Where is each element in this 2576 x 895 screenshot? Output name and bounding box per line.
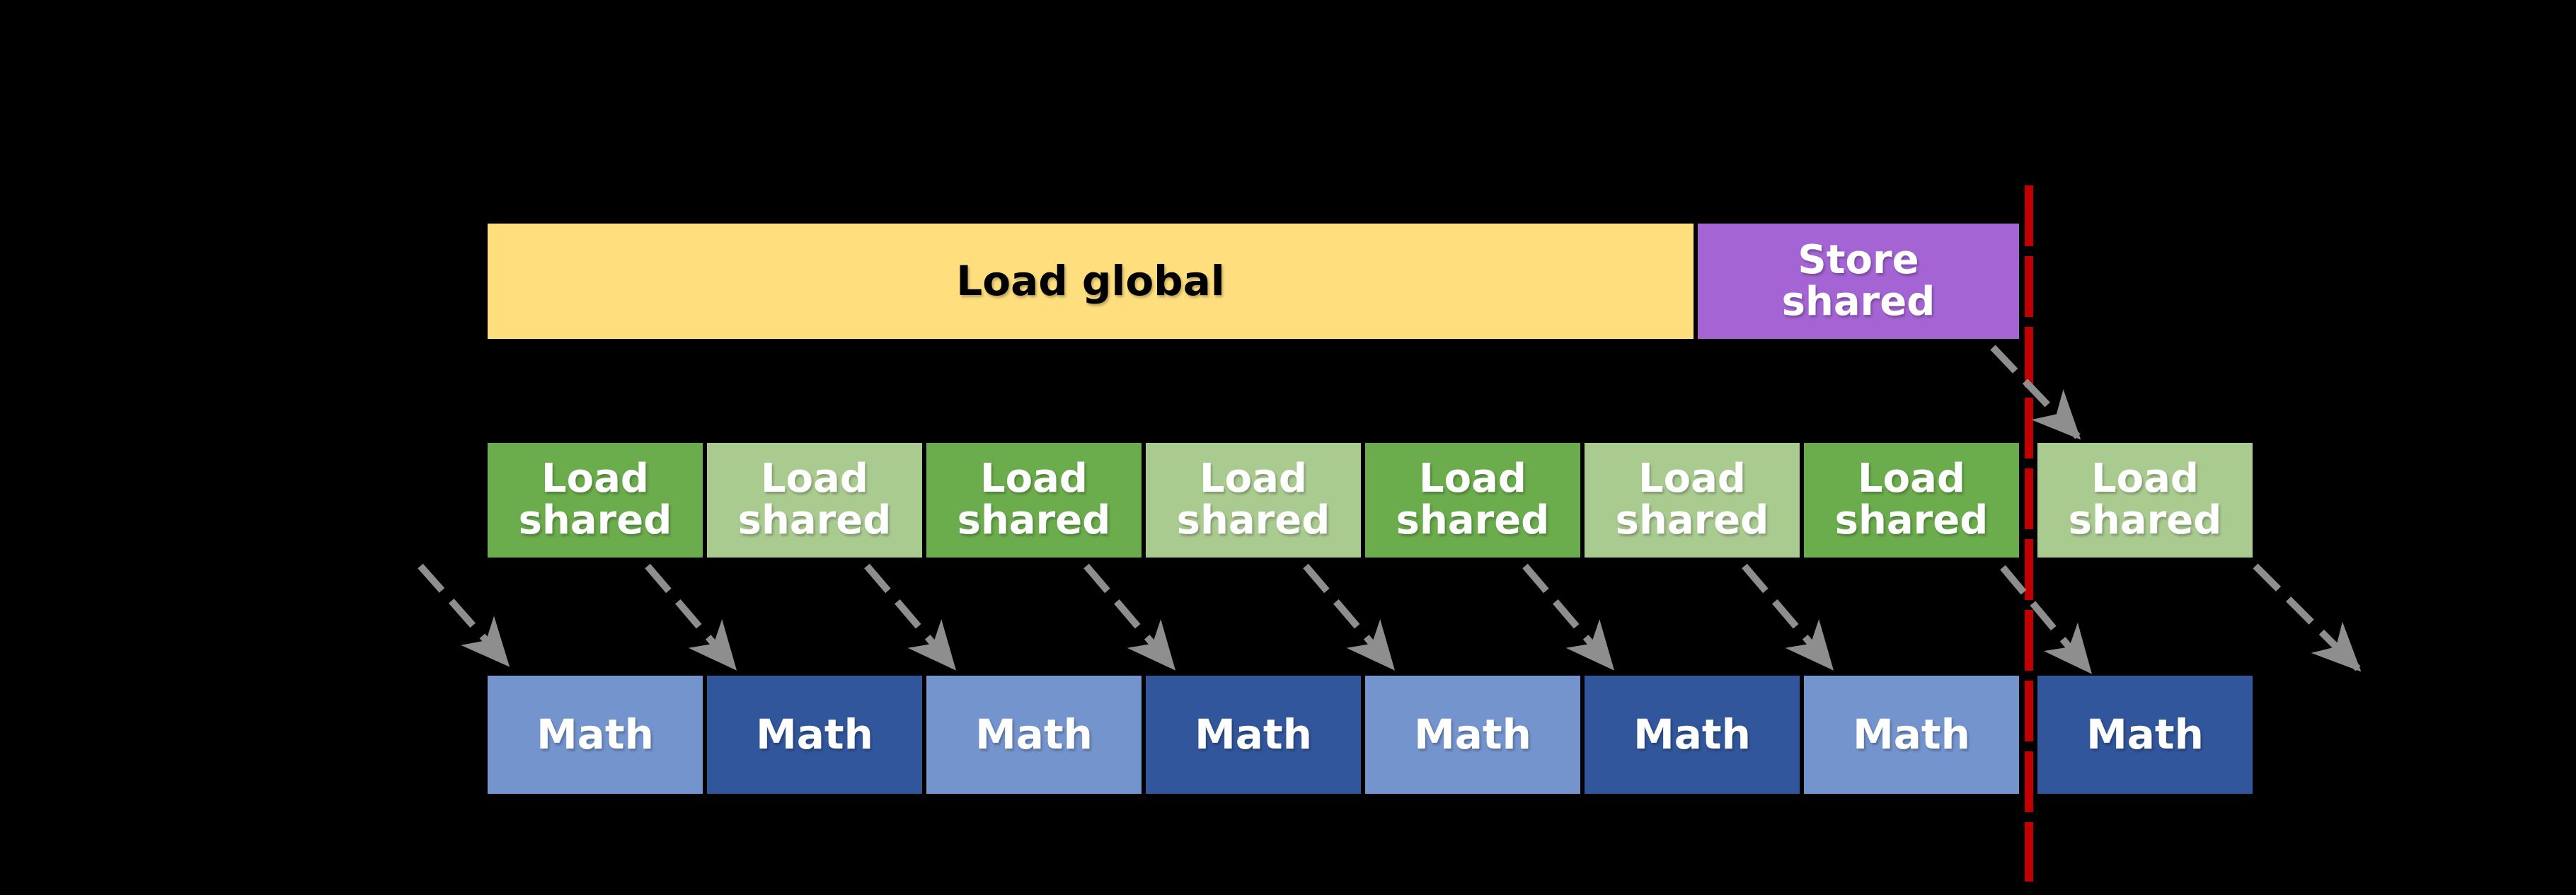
load-shared-block-7: Load shared	[1802, 441, 2021, 560]
load-global-label: Load global	[956, 257, 1225, 306]
load-shared-block-6: Load shared	[1582, 441, 1802, 560]
dependency-arrow-3	[1083, 563, 1176, 671]
load-shared-label: Load shared	[737, 456, 892, 543]
math-block-4: Math	[1144, 674, 1363, 796]
math-block-6: Math	[1582, 674, 1802, 796]
load-shared-label: Load shared	[1615, 456, 1769, 543]
load-shared-label: Load shared	[1176, 456, 1330, 543]
math-label: Math	[1853, 710, 1970, 759]
math-label: Math	[1633, 710, 1751, 759]
dependency-arrow-1	[645, 563, 737, 671]
dependency-arrow-5	[1522, 563, 1615, 671]
math-block-5: Math	[1363, 674, 1582, 796]
load-shared-label: Load shared	[957, 456, 1111, 543]
math-label: Math	[1414, 710, 1531, 759]
math-block-1: Math	[485, 674, 705, 796]
math-block-2: Math	[705, 674, 924, 796]
math-label: Math	[2086, 710, 2204, 759]
dependency-arrow-prev-iteration	[418, 563, 510, 667]
load-shared-block-8: Load shared	[2035, 441, 2255, 560]
math-block-8: Math	[2035, 674, 2255, 796]
math-label: Math	[756, 710, 873, 759]
dependency-arrow-2	[864, 563, 957, 671]
dependency-arrow-next-iteration	[2253, 563, 2362, 672]
dependency-arrow-4	[1303, 563, 1396, 671]
load-shared-block-3: Load shared	[924, 441, 1144, 560]
load-global-bar: Load global	[485, 221, 1696, 341]
load-shared-label: Load shared	[1396, 456, 1550, 543]
load-shared-label: Load shared	[1834, 456, 1989, 543]
math-label: Math	[1195, 710, 1312, 759]
math-label: Math	[536, 710, 654, 759]
load-shared-block-5: Load shared	[1363, 441, 1582, 560]
load-shared-label: Load shared	[518, 456, 672, 543]
math-label: Math	[975, 710, 1093, 759]
load-shared-label: Load shared	[2068, 456, 2222, 543]
dependency-arrow-6	[1742, 563, 1834, 671]
math-block-3: Math	[924, 674, 1144, 796]
store-shared-label: Store shared	[1781, 236, 1936, 325]
dependency-arrow-7	[2000, 565, 2093, 674]
load-shared-block-4: Load shared	[1144, 441, 1363, 560]
math-block-7: Math	[1802, 674, 2021, 796]
store-to-load-shared-arrow	[1990, 345, 2081, 440]
load-shared-block-2: Load shared	[705, 441, 924, 560]
load-shared-block-1: Load shared	[485, 441, 705, 560]
store-shared-block: Store shared	[1696, 221, 2021, 341]
